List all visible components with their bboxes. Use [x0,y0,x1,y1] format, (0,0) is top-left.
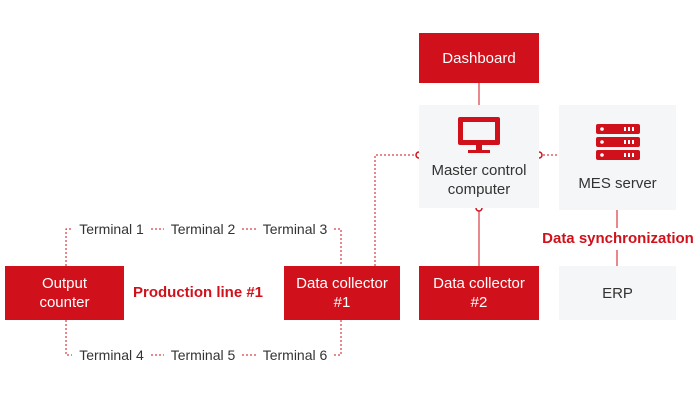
terminal-6[interactable]: Terminal 6 [256,345,334,365]
dashboard-label: Dashboard [442,49,516,67]
monitor-icon [458,116,500,153]
connector-counter-t1 [65,228,72,266]
terminal-2[interactable]: Terminal 2 [164,219,242,239]
terminal-4[interactable]: Terminal 4 [72,345,151,365]
output-counter-node[interactable]: Output counter [5,266,124,320]
mes-server-node[interactable]: MES server [559,105,676,210]
master-label-line1: Master control [431,161,527,179]
erp-node[interactable]: ERP [559,266,676,320]
data-sync-label: Data synchronization [542,230,694,247]
collector1-line2: #1 [333,294,351,311]
connector-t6-collector1 [334,320,342,356]
collector2-line1: Data collector [433,275,525,292]
server-icon [595,124,640,160]
terminal-1[interactable]: Terminal 1 [72,219,151,239]
connector-collector1-master [374,154,419,266]
data-collector-1-node[interactable]: Data collector #1 [284,266,400,320]
output-counter-line1: Output [41,275,88,292]
terminal-3[interactable]: Terminal 3 [256,219,334,239]
master-label-line2: computer [447,180,511,198]
terminal-5[interactable]: Terminal 5 [164,345,242,365]
connector-t3-collector1 [334,228,342,266]
mes-server-label: MES server [578,175,657,192]
dashboard-node[interactable]: Dashboard [419,33,539,83]
collector1-line1: Data collector [296,275,388,292]
master-computer-node[interactable]: Master control computer [419,105,539,208]
production-line-label: Production line #1 [133,284,264,301]
erp-label: ERP [602,284,633,302]
data-collector-2-node[interactable]: Data collector #2 [419,266,539,320]
output-counter-line2: counter [39,294,90,311]
collector2-line2: #2 [470,294,488,311]
